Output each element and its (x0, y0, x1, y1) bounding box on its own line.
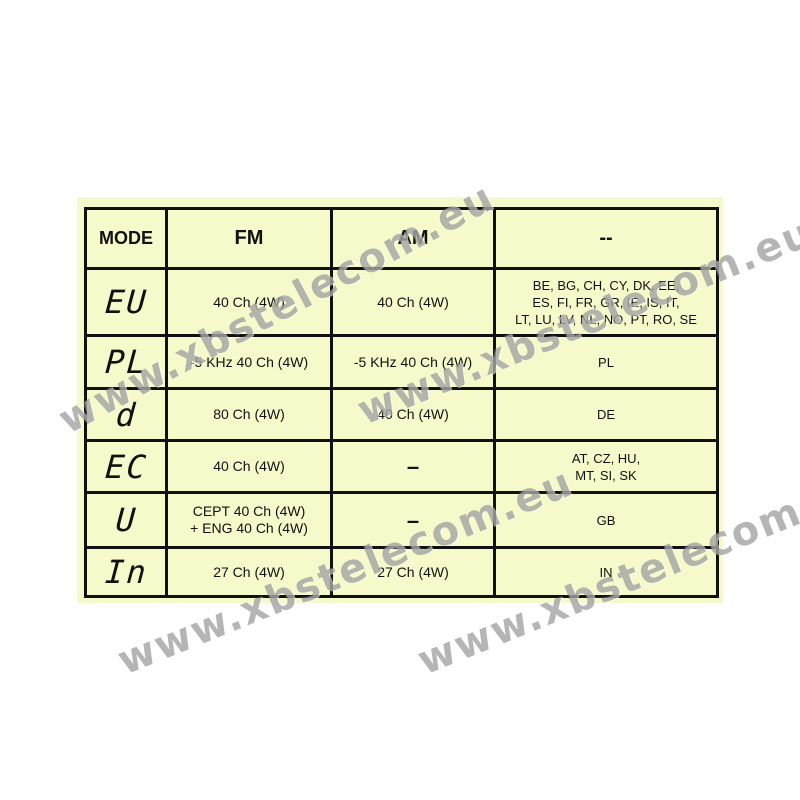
mode-table: MODE FM AM -- EU 40 Ch (4W) 40 Ch (4W) B… (83, 207, 719, 598)
mode-code: EU (83, 268, 169, 336)
mode-code: U (83, 492, 169, 548)
am-cell: -5 KHz 40 Ch (4W) (330, 334, 496, 390)
header-am: AM (330, 207, 496, 270)
region-cell: DE (493, 387, 719, 442)
region-cell: IN (493, 546, 719, 598)
table-row: EC 40 Ch (4W) – AT, CZ, HU,MT, SI, SK (83, 439, 719, 494)
fm-line: + ENG 40 Ch (4W) (190, 520, 308, 536)
header-region: -- (493, 207, 719, 270)
region-cell: AT, CZ, HU,MT, SI, SK (493, 439, 719, 494)
mode-code: PL (83, 335, 169, 389)
fm-cell: 27 Ch (4W) (165, 546, 333, 598)
table-row: EU 40 Ch (4W) 40 Ch (4W) BE, BG, CH, CY,… (83, 267, 719, 337)
am-cell: – (330, 439, 496, 494)
am-cell: – (330, 491, 496, 549)
mode-code: In (83, 547, 169, 597)
mode-code: EC (83, 440, 169, 493)
fm-cell: 40 Ch (4W) (165, 439, 333, 494)
fm-line: CEPT 40 Ch (4W) (192, 503, 306, 519)
am-cell: 40 Ch (4W) (330, 387, 496, 442)
fm-cell: CEPT 40 Ch (4W)+ ENG 40 Ch (4W) (165, 491, 333, 549)
header-fm: FM (165, 207, 333, 270)
region-line: LT, LU, LV, NL, NO, PT, RO, SE (515, 311, 697, 327)
fm-cell: 40 Ch (4W) (165, 267, 333, 337)
fm-cell: 80 Ch (4W) (165, 387, 333, 442)
region-cell: PL (493, 334, 719, 390)
region-line: MT, SI, SK (575, 467, 637, 483)
am-cell: 40 Ch (4W) (330, 267, 496, 337)
table-row: In 27 Ch (4W) 27 Ch (4W) IN (83, 546, 719, 598)
am-cell: 27 Ch (4W) (330, 546, 496, 598)
header-row: MODE FM AM -- (84, 207, 719, 270)
fm-cell: -5 KHz 40 Ch (4W) (165, 334, 333, 390)
table-row: PL -5 KHz 40 Ch (4W) -5 KHz 40 Ch (4W) P… (83, 334, 719, 390)
region-line: AT, CZ, HU, (571, 450, 641, 466)
region-cell: BE, BG, CH, CY, DK, EE,ES, FI, FR, GR, I… (493, 267, 719, 337)
region-cell: GB (493, 491, 719, 549)
region-line: BE, BG, CH, CY, DK, EE, (532, 277, 680, 293)
mode-code: d (83, 388, 169, 441)
region-line: ES, FI, FR, GR, IE, IS, IT, (532, 294, 680, 310)
table-row: U CEPT 40 Ch (4W)+ ENG 40 Ch (4W) – GB (83, 491, 719, 549)
table-row: d 80 Ch (4W) 40 Ch (4W) DE (83, 387, 719, 442)
header-mode: MODE (84, 207, 168, 270)
